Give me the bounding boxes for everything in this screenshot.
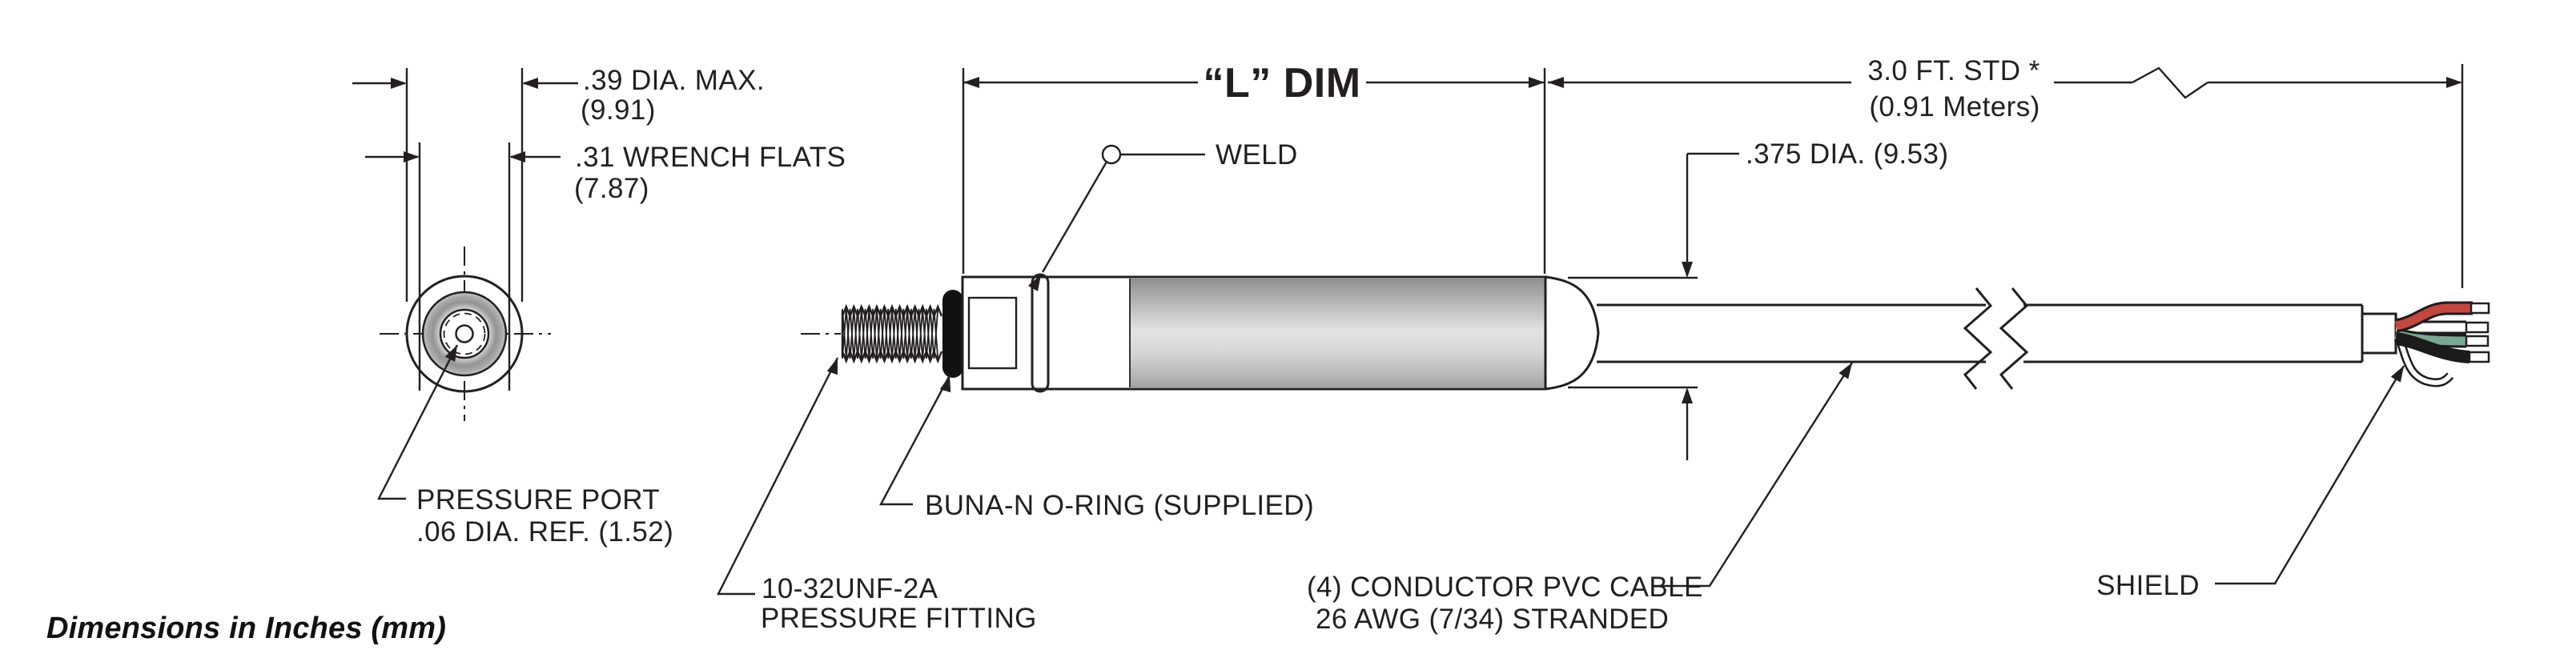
conductor-tip-black	[2468, 351, 2490, 363]
leader-shield	[2215, 365, 2405, 585]
arrowhead-up-icon	[1682, 387, 1693, 403]
arrowhead-left-icon	[509, 151, 525, 162]
body-outline	[961, 275, 1547, 391]
conductor-tip-white	[2465, 321, 2490, 334]
end-view: .39 DIA. MAX. (9.91) .31 WRENCH FLATS (7…	[352, 65, 846, 548]
body-diameter-dimension: .375 DIA. (9.53)	[1568, 138, 1948, 460]
end-cap	[1545, 275, 1600, 391]
side-view: 10-32UNF-2A PRESSURE FITTING BUNA-N O-RI…	[717, 60, 1600, 634]
leader-cable	[1652, 362, 1854, 588]
leader-arrowhead-icon	[1839, 362, 1852, 379]
cable-break-zigzag-left	[1963, 287, 1993, 390]
leader-arrowhead-icon	[1027, 275, 1042, 291]
arrowhead-right-icon	[1529, 77, 1545, 88]
weld-balloon-circle	[1101, 144, 1122, 165]
dim-cable-length-line2: (0.91 Meters)	[1869, 91, 2040, 122]
wire-red	[2394, 303, 2473, 331]
cable-jacket	[1597, 303, 2364, 363]
leader-arrowhead-icon	[826, 358, 838, 375]
cable-stripped-end: SHIELD	[2096, 301, 2490, 601]
sensor-body-tube	[1130, 279, 1545, 387]
label-shield: SHIELD	[2096, 570, 2200, 601]
label-weld: WELD	[1216, 139, 1298, 171]
outer-diameter-circle	[405, 275, 524, 393]
o-ring	[942, 290, 963, 378]
label-fitting-line1: 10-32UNF-2A	[762, 573, 938, 604]
label-oring: BUNA-N O-RING (SUPPLIED)	[925, 490, 1314, 521]
label-fitting-line2: PRESSURE FITTING	[761, 603, 1037, 634]
arrowhead-right-icon	[2446, 77, 2462, 88]
shield-drain-wire	[2399, 343, 2453, 385]
arrowhead-right-icon	[404, 151, 420, 162]
leader-arrowhead-icon	[444, 345, 457, 362]
conductor-tip-red	[2470, 302, 2490, 315]
dim-dia-max-line1: .39 DIA. MAX.	[583, 65, 765, 96]
dim-line-break-icon	[2132, 66, 2208, 99]
dim-wrench-flats-line1: .31 WRENCH FLATS	[575, 142, 846, 173]
cable: (4) CONDUCTOR PVC CABLE 26 AWG (7/34) ST…	[1307, 287, 2364, 635]
cable-break-zigzag-right	[1999, 287, 2029, 390]
pressure-port-hole	[455, 324, 474, 343]
arrowhead-left-icon	[522, 78, 538, 89]
conductor-tip-green	[2465, 335, 2490, 347]
arrowhead-down-icon	[1682, 262, 1693, 278]
cable-length-dimension: 3.0 FT. STD * (0.91 Meters)	[1548, 55, 2464, 288]
label-cable-line1: (4) CONDUCTOR PVC CABLE	[1307, 572, 1703, 603]
label-pressure-port-line1: PRESSURE PORT	[416, 484, 660, 516]
thread-profile	[841, 303, 943, 364]
label-cable-line2: 26 AWG (7/34) STRANDED	[1316, 604, 1669, 635]
leader-pressure-fitting	[717, 357, 839, 596]
dim-cable-length-line1: 3.0 FT. STD *	[1867, 55, 2040, 86]
dim-l-label: “L” DIM	[1203, 60, 1360, 106]
leader-weld	[1041, 161, 1108, 273]
thread-dashed-circle	[443, 312, 486, 355]
dim-dia-max-line2: (9.91)	[581, 94, 656, 126]
leader-arrowhead-icon	[2390, 366, 2404, 383]
leader-oring	[878, 375, 951, 506]
leader-pressure-port	[377, 344, 459, 500]
wire-black	[2394, 332, 2470, 363]
hex-flat-face	[967, 296, 1018, 370]
footer-units-note: Dimensions in Inches (mm)	[46, 612, 446, 645]
weld-ring	[1031, 273, 1050, 393]
leader-arrowhead-icon	[939, 375, 951, 393]
dim-wrench-flats-line2: (7.87)	[574, 173, 649, 204]
arrowhead-right-icon	[391, 78, 407, 89]
label-pressure-port-line2: .06 DIA. REF. (1.52)	[416, 516, 673, 548]
dim-body-dia-label: .375 DIA. (9.53)	[1746, 138, 1948, 170]
inner-insulation-sleeve	[2361, 312, 2397, 355]
